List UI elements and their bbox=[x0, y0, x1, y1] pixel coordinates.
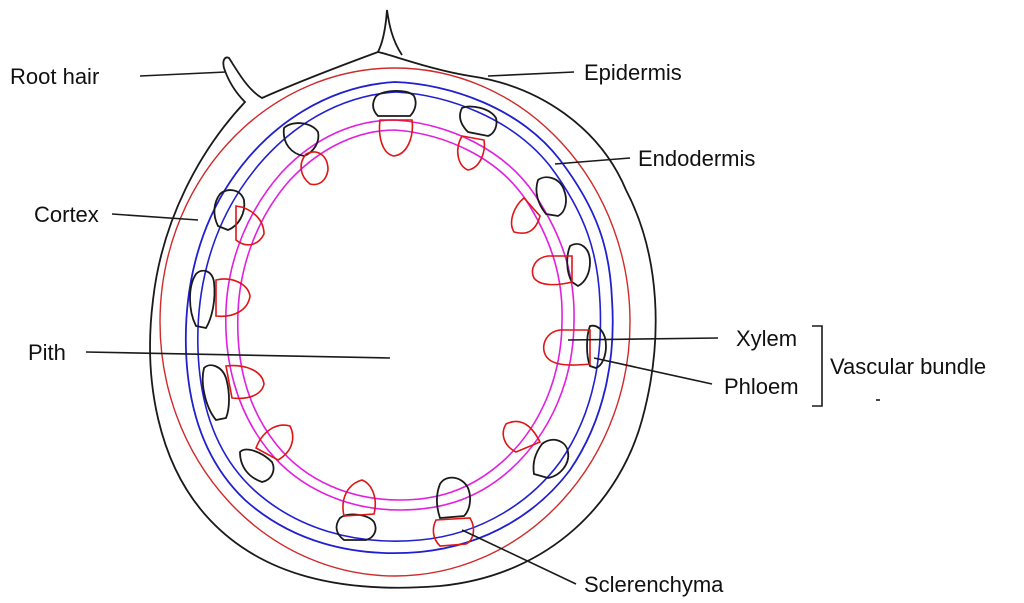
xylem-label: Xylem bbox=[736, 326, 797, 351]
phloem-cap bbox=[567, 244, 590, 286]
xylem-patch bbox=[301, 152, 328, 185]
phloem-cap bbox=[284, 123, 319, 156]
vascular-bundle bbox=[203, 365, 264, 420]
endodermis-ring bbox=[186, 82, 613, 553]
vascular-bundle bbox=[458, 106, 497, 170]
cortex-leader bbox=[112, 214, 198, 220]
pericycle-ring bbox=[226, 120, 574, 510]
root-hair-leader bbox=[140, 72, 226, 76]
pith-leader bbox=[86, 352, 390, 358]
vascular-bundle bbox=[284, 123, 328, 184]
endodermis-ring-inner bbox=[198, 92, 601, 541]
xylem-patch bbox=[544, 330, 590, 365]
xylem-patch bbox=[380, 120, 413, 156]
root-hair-label: Root hair bbox=[10, 64, 99, 89]
sclerenchyma-label: Sclerenchyma bbox=[584, 572, 724, 597]
phloem-label: Phloem bbox=[724, 374, 799, 399]
pericycle-ring-inner bbox=[238, 130, 562, 500]
endodermis-leader bbox=[555, 158, 630, 164]
root-hair bbox=[378, 10, 402, 55]
epidermis-label: Epidermis bbox=[584, 60, 682, 85]
vascular-bundle-label: Vascular bundle bbox=[830, 354, 986, 379]
phloem-cap bbox=[214, 190, 244, 230]
pith-label: Pith bbox=[28, 340, 66, 365]
phloem-cap bbox=[190, 271, 215, 328]
vascular-bundle bbox=[214, 190, 264, 245]
phloem-cap bbox=[373, 91, 416, 116]
phloem-cap bbox=[337, 515, 376, 540]
cortex-label: Cortex bbox=[34, 202, 99, 227]
xylem-patch bbox=[216, 279, 250, 316]
phloem-cap bbox=[460, 106, 497, 136]
vascular-bundle bbox=[503, 421, 568, 478]
epidermis-leader bbox=[488, 72, 574, 76]
vascular-bundle bbox=[533, 244, 590, 286]
vascular-bundle bbox=[512, 177, 566, 233]
vascular-bundle-bracket bbox=[812, 326, 822, 406]
vascular-bundle bbox=[373, 91, 416, 156]
endodermis-label: Endodermis bbox=[638, 146, 755, 171]
vascular-bundle bbox=[337, 480, 376, 540]
vascular-bundle bbox=[433, 478, 473, 546]
vascular-bundle bbox=[544, 326, 606, 368]
xylem-patch bbox=[503, 421, 540, 452]
